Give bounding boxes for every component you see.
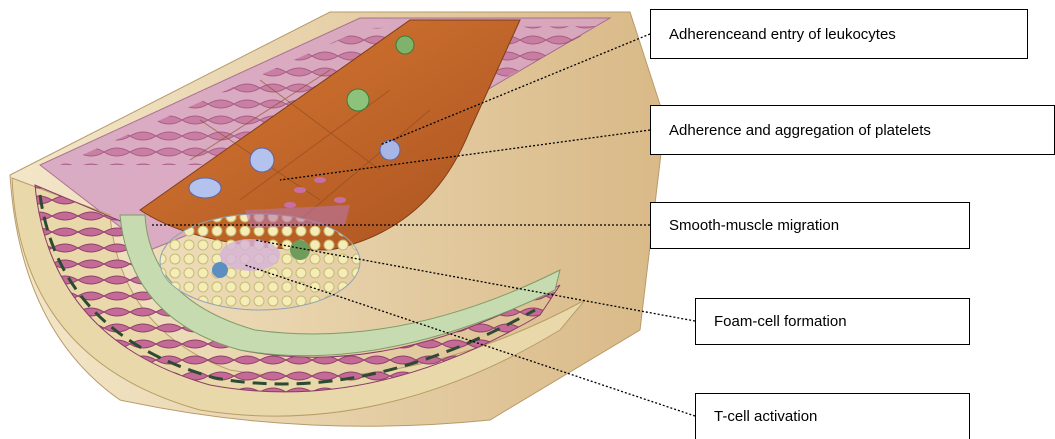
label-platelet-aggregation: Adherence and aggregation of platelets bbox=[650, 105, 1055, 155]
plaque-core bbox=[160, 214, 360, 310]
label-t-cell-activation: T-cell activation bbox=[695, 393, 970, 439]
label-text: Smooth-muscle migration bbox=[669, 217, 839, 234]
label-smooth-muscle-migration: Smooth-muscle migration bbox=[650, 202, 970, 249]
label-leukocyte-entry: Adherenceand entry of leukocytes bbox=[650, 9, 1028, 59]
label-text: Adherence and aggregation of platelets bbox=[669, 122, 931, 139]
label-text: Foam-cell formation bbox=[714, 313, 847, 330]
label-text: T-cell activation bbox=[714, 408, 817, 425]
label-foam-cell-formation: Foam-cell formation bbox=[695, 298, 970, 345]
label-text: Adherenceand entry of leukocytes bbox=[669, 26, 896, 43]
